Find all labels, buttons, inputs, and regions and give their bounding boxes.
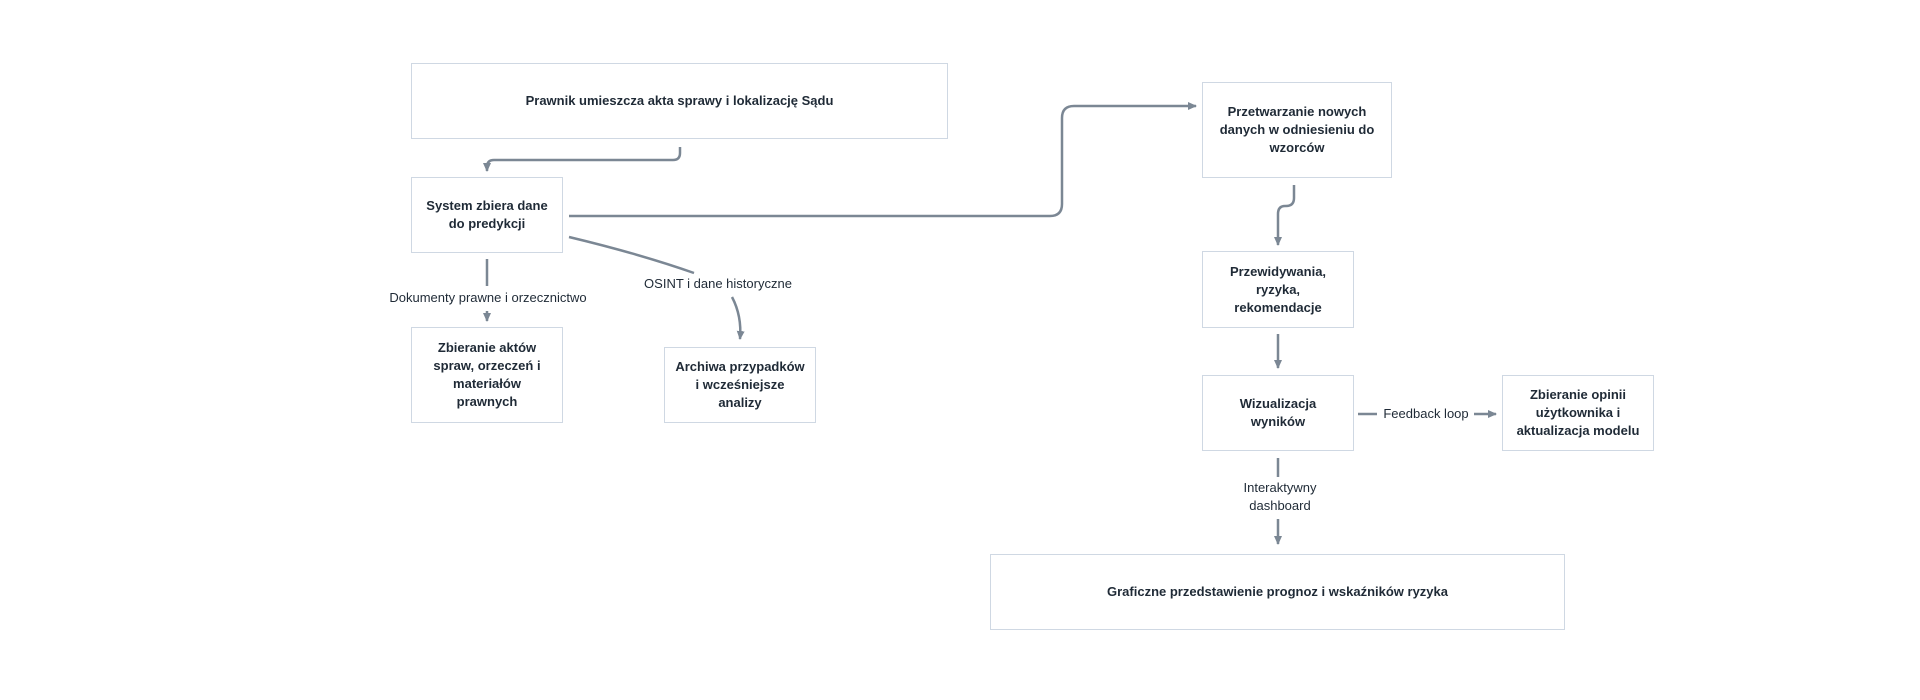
node-graphic-presentation-label: Graficzne przedstawienie prognoz i wskaź…	[1107, 584, 1448, 599]
node-collect-acts-label: Zbieranie aktów spraw, orzeczeń i materi…	[433, 340, 541, 409]
edge-label-feedback-loop: Feedback loop	[1378, 405, 1474, 423]
node-visualization: Wizualizacja wyników	[1202, 375, 1354, 451]
edge-system-to-processing	[569, 102, 1197, 218]
edge-label-dashboard: Interaktywny dashboard	[1228, 479, 1332, 515]
edge-label-osint: OSINT i dane historyczne	[633, 275, 803, 293]
node-lawyer-upload-label: Prawnik umieszcza akta sprawy i lokaliza…	[525, 93, 834, 108]
edge-upload-to-system	[483, 147, 682, 172]
node-system-collects: System zbiera dane do predykcji	[411, 177, 563, 253]
node-lawyer-upload: Prawnik umieszcza akta sprawy i lokaliza…	[411, 63, 948, 139]
node-user-feedback-label: Zbieranie opinii użytkownika i aktualiza…	[1516, 387, 1640, 438]
edge-processing-to-predictions	[1274, 185, 1296, 246]
node-case-archives: Archiwa przypadków i wcześniejsze analiz…	[664, 347, 816, 423]
node-system-collects-label: System zbiera dane do predykcji	[426, 198, 548, 231]
node-case-archives-label: Archiwa przypadków i wcześniejsze analiz…	[675, 359, 805, 410]
node-process-new-data-label: Przetwarzanie nowych danych w odniesieni…	[1219, 104, 1375, 155]
node-predictions: Przewidywania, ryzyka, rekomendacje	[1202, 251, 1354, 328]
edge-osint-to-archives	[730, 296, 745, 340]
edge-label-legal-docs: Dokumenty prawne i orzecznictwo	[379, 289, 597, 307]
node-user-feedback: Zbieranie opinii użytkownika i aktualiza…	[1502, 375, 1654, 451]
node-predictions-label: Przewidywania, ryzyka, rekomendacje	[1229, 263, 1327, 315]
node-graphic-presentation: Graficzne przedstawienie prognoz i wskaź…	[990, 554, 1565, 630]
node-collect-acts: Zbieranie aktów spraw, orzeczeń i materi…	[411, 327, 563, 423]
node-process-new-data: Przetwarzanie nowych danych w odniesieni…	[1202, 82, 1392, 178]
node-visualization-label: Wizualizacja wyników	[1239, 396, 1317, 429]
edge-system-to-osint-label	[568, 235, 695, 275]
